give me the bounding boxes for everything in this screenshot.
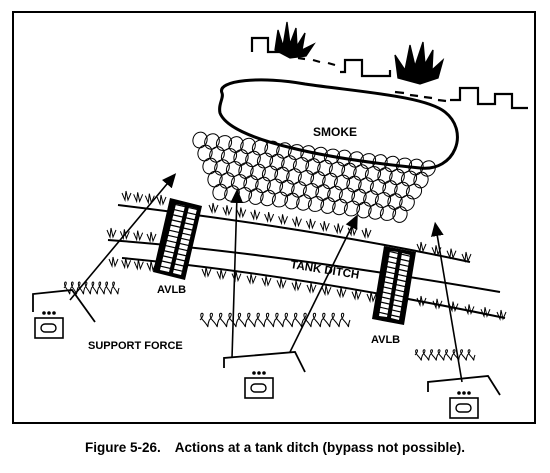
unit-symbol-icon-center xyxy=(244,371,274,399)
concertina-wire-icon-3 xyxy=(414,349,476,361)
support-force-position xyxy=(32,289,96,323)
assault-position-center xyxy=(223,351,306,373)
figure-caption-text: Actions at a tank ditch (bypass not poss… xyxy=(174,440,466,455)
figure-number: Figure 5-26. xyxy=(84,440,161,455)
explosion-icon xyxy=(274,21,316,59)
unit-symbol-icon-right xyxy=(449,391,479,419)
avlb-bridge-icon-right xyxy=(372,246,416,325)
avlb-bridge-icon-left xyxy=(153,198,202,280)
enemy-trench-line xyxy=(250,36,528,110)
smoke-label: SMOKE xyxy=(313,125,357,139)
unit-symbol-icon-support xyxy=(34,311,64,339)
movement-arrows xyxy=(69,173,463,383)
support-force-label: SUPPORT FORCE xyxy=(88,340,183,352)
figure-frame xyxy=(12,11,536,424)
smoke-cloud xyxy=(218,78,459,170)
diagram-canvas: SMOKE TANK DITCH AVLB AVLB xyxy=(32,21,528,419)
figure-caption: Figure 5-26. Actions at a tank ditch (byp… xyxy=(0,440,550,455)
avlb-label-left: AVLB xyxy=(157,284,186,296)
concertina-wire-icon-1 xyxy=(63,281,120,295)
wire-obstacle-belt xyxy=(192,131,436,223)
explosion-icon-2 xyxy=(394,41,445,85)
concertina-wire-icon-2 xyxy=(199,312,351,328)
assault-position-right xyxy=(427,375,501,396)
avlb-label-right: AVLB xyxy=(371,334,400,346)
tank-ditch-label: TANK DITCH xyxy=(290,259,360,282)
